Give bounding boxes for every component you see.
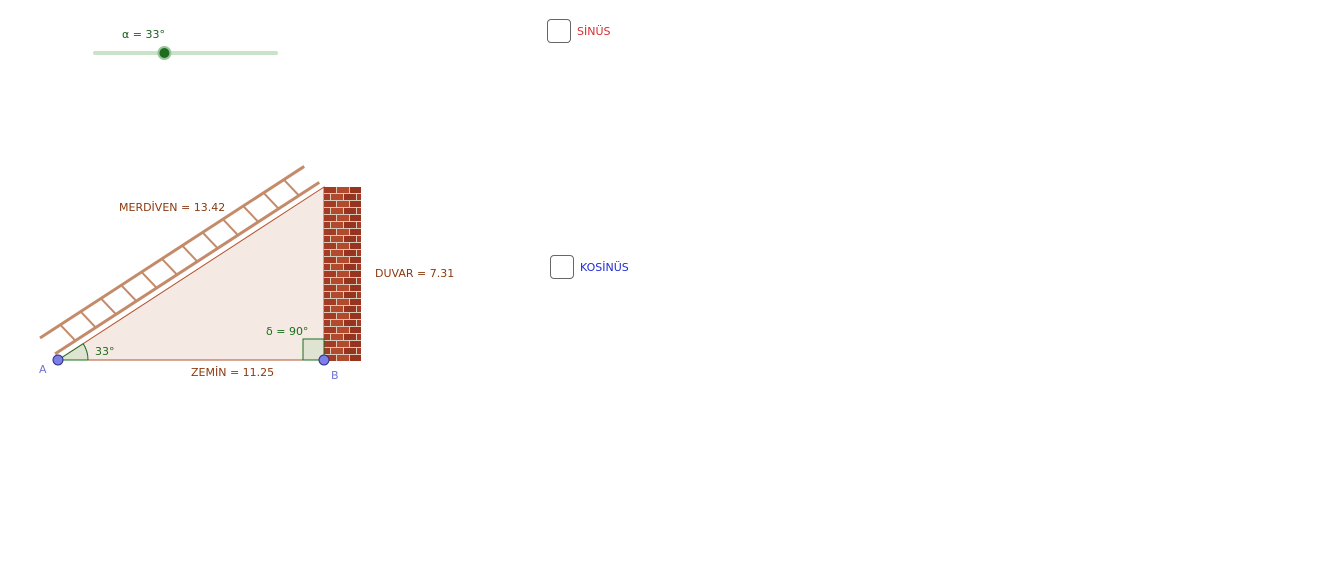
alpha-angle-label: 33° xyxy=(95,345,115,358)
sine-checkbox[interactable] xyxy=(547,19,571,43)
brick-wall xyxy=(324,187,361,361)
point-b[interactable] xyxy=(318,354,330,366)
cosine-checkbox[interactable] xyxy=(550,255,574,279)
ladder xyxy=(39,165,321,356)
sine-checkbox-label[interactable]: SİNÜS xyxy=(577,25,611,38)
point-a[interactable] xyxy=(52,354,64,366)
alpha-angle-marker xyxy=(56,343,89,361)
point-a-label: A xyxy=(39,363,47,376)
alpha-slider-knob[interactable] xyxy=(157,46,172,60)
point-b-label: B xyxy=(331,369,339,382)
alpha-slider-label: α = 33° xyxy=(122,28,165,41)
wall-length-label: DUVAR = 7.31 xyxy=(375,267,455,280)
ground-length-label: ZEMİN = 11.25 xyxy=(191,366,275,379)
delta-angle-label: δ = 90° xyxy=(266,325,309,338)
right-angle-marker xyxy=(302,338,325,361)
ladder-length-label: MERDİVEN = 13.42 xyxy=(119,201,226,214)
cosine-checkbox-label[interactable]: KOSİNÜS xyxy=(580,261,629,274)
